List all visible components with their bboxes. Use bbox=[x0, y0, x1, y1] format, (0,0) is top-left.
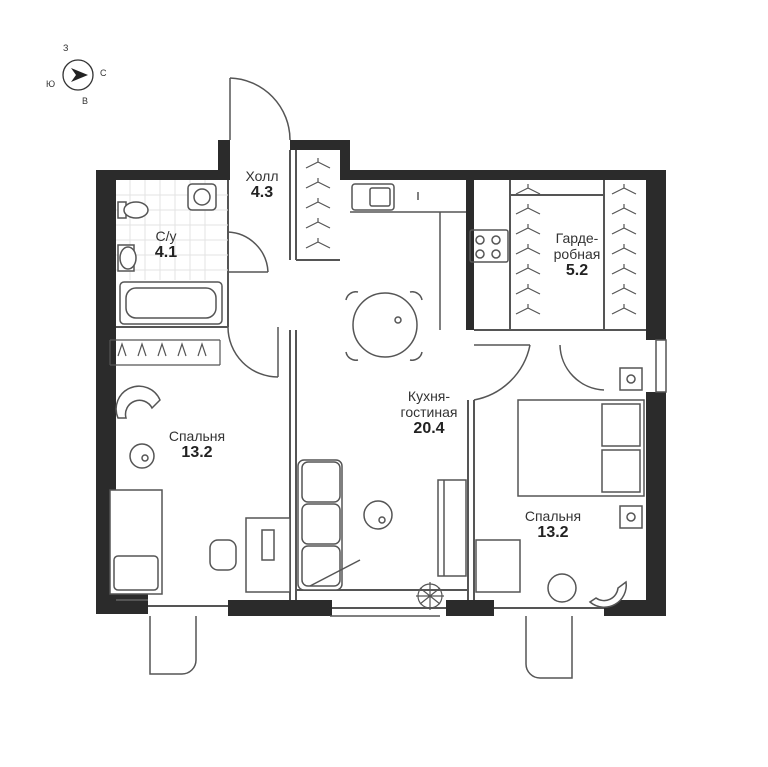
balconies bbox=[149, 615, 573, 679]
left-bedroom-furniture bbox=[109, 385, 291, 595]
bathroom-fixtures bbox=[117, 183, 223, 325]
dining-table bbox=[345, 291, 423, 361]
hall-door bbox=[227, 77, 291, 378]
compass-south-label: В bbox=[82, 96, 89, 106]
room-area: 5.2 bbox=[565, 262, 589, 280]
room-label-kitchen-living: Кухня- гостиная 20.4 bbox=[384, 388, 474, 439]
room-name: С/у bbox=[155, 228, 177, 244]
room-name: Кухня- гостиная bbox=[400, 388, 458, 421]
room-label-hall: Холл 4.3 bbox=[236, 168, 288, 202]
room-label-bedroom-right: Спальня 13.2 bbox=[514, 508, 592, 542]
room-name: Холл bbox=[245, 168, 279, 184]
room-area: 20.4 bbox=[413, 420, 445, 438]
plant-icon bbox=[416, 582, 444, 610]
compass-west-label: Ю bbox=[46, 79, 56, 89]
room-area: 4.1 bbox=[154, 244, 178, 262]
sofa bbox=[297, 459, 393, 591]
room-label-wardrobe: Гарде- робная 5.2 bbox=[546, 230, 608, 281]
compass-icon bbox=[62, 59, 94, 91]
interior-walls bbox=[116, 150, 646, 609]
room-label-bedroom-left: Спальня 13.2 bbox=[158, 428, 236, 462]
right-bedroom-furniture bbox=[475, 339, 667, 608]
room-area: 4.3 bbox=[250, 184, 274, 202]
hanger-icons bbox=[109, 158, 637, 366]
room-name: Спальня bbox=[524, 508, 582, 524]
room-area: 13.2 bbox=[181, 444, 213, 462]
compass-east-label: С bbox=[100, 68, 107, 78]
kitchen-door bbox=[473, 344, 605, 401]
room-label-bathroom: С/у 4.1 bbox=[146, 228, 186, 262]
room-name: Гарде- робная bbox=[553, 230, 601, 263]
room-name: Спальня bbox=[168, 428, 226, 444]
room-area: 13.2 bbox=[537, 524, 569, 542]
tv-stand bbox=[437, 479, 467, 577]
kitchen-fixtures bbox=[350, 183, 509, 330]
compass-north-label: З bbox=[63, 43, 69, 53]
